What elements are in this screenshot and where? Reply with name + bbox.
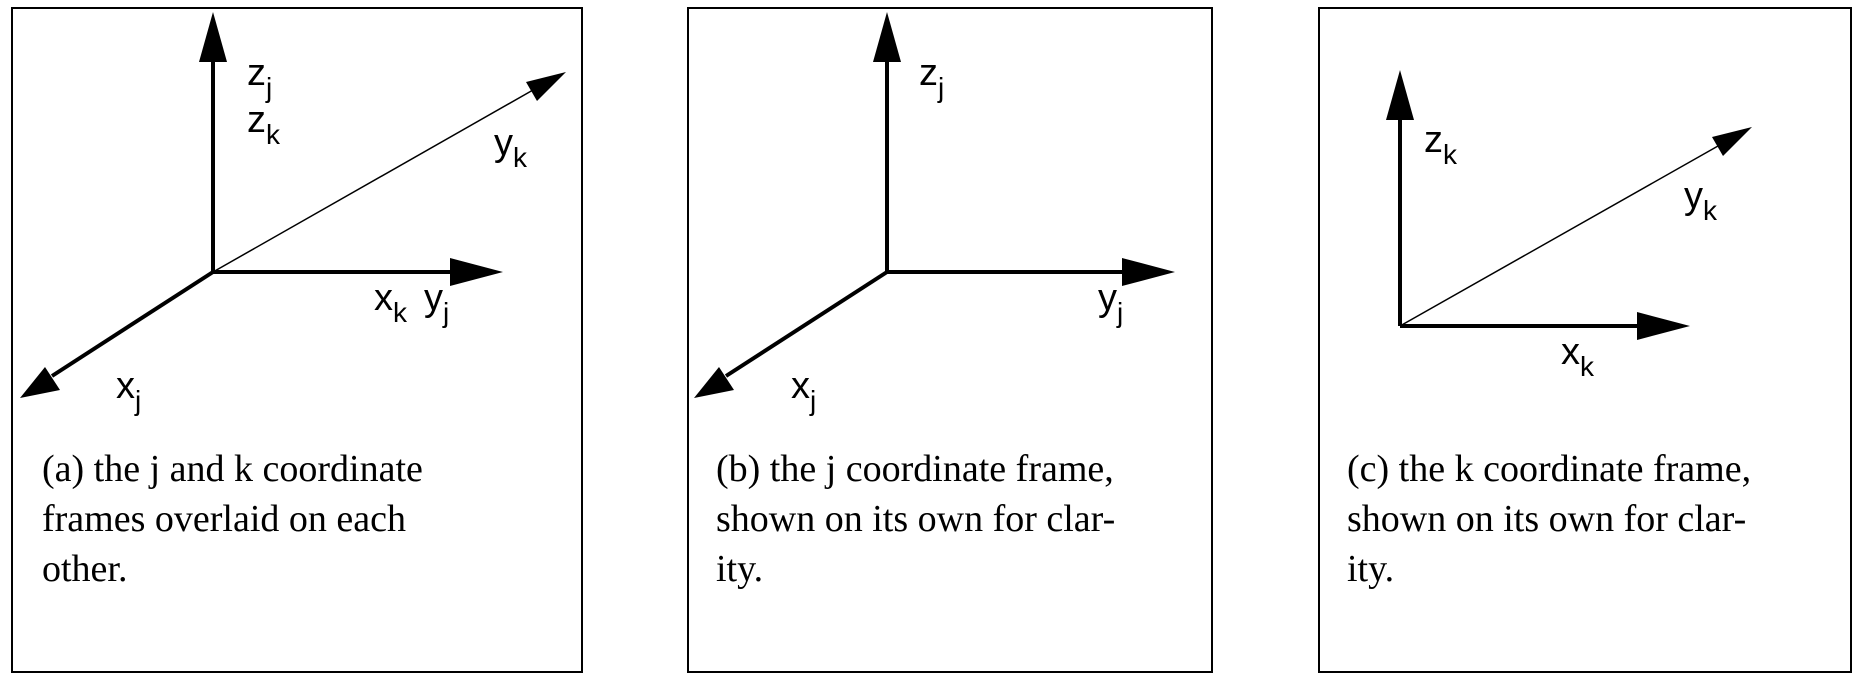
- panel-a-caption: (a) the j and k coordinate frames overla…: [42, 444, 423, 594]
- panel-c-border: [1318, 7, 1852, 673]
- panel-a-zk-label: zk: [247, 99, 281, 150]
- panel-c-yk-axis: [1399, 127, 1752, 327]
- panel-b-border: [687, 7, 1213, 673]
- caption-line: frames overlaid on each: [42, 498, 406, 540]
- panel-b-xj-label: xj: [791, 365, 816, 416]
- panel-b-z-axis: [873, 12, 901, 272]
- caption-line: shown on its own for clar-: [716, 498, 1116, 540]
- caption-line: ity.: [1347, 548, 1395, 590]
- panel-a-border: [11, 7, 583, 673]
- caption-line: shown on its own for clar-: [1347, 498, 1747, 540]
- panel-b-zj-label: zj: [919, 52, 944, 103]
- panel-a-yk-axis: [212, 72, 566, 273]
- panel-a-yj-label: yj: [424, 277, 449, 328]
- panel-c-zk-label: zk: [1424, 119, 1458, 170]
- panel-b-caption: (b) the j coordinate frame, shown on its…: [716, 444, 1115, 594]
- panel-c-yk-label: yk: [1684, 175, 1718, 226]
- caption-line: (b) the j coordinate frame,: [716, 448, 1114, 490]
- panel-a: zj zk yk xk yj xj: [11, 7, 583, 673]
- panel-a-xk-label: xk: [374, 277, 408, 328]
- panel-c-caption: (c) the k coordinate frame, shown on its…: [1347, 444, 1751, 594]
- panel-b-yj-label: yj: [1098, 277, 1123, 328]
- caption-line: other.: [42, 548, 128, 590]
- panel-b-y-axis: [887, 258, 1175, 286]
- panel-b-x-axis: [694, 270, 889, 398]
- panel-c-z-axis: [1386, 70, 1414, 326]
- panel-a-zj-label: zj: [247, 52, 272, 103]
- panel-a-z-axis: [199, 12, 227, 272]
- caption-line: ity.: [716, 548, 764, 590]
- caption-line: (a) the j and k coordinate: [42, 448, 423, 490]
- panel-a-yk-label: yk: [494, 122, 528, 173]
- panel-a-x-axis: [20, 270, 215, 398]
- panel-c-xk-label: xk: [1561, 331, 1595, 382]
- panel-a-xj-label: xj: [116, 365, 141, 416]
- panel-c: zk yk xk: [1318, 7, 1852, 673]
- panel-a-y-axis: [213, 258, 503, 286]
- panel-c-x-axis: [1400, 312, 1690, 340]
- caption-line: (c) the k coordinate frame,: [1347, 448, 1752, 490]
- panel-b: zj yj xj: [687, 7, 1213, 673]
